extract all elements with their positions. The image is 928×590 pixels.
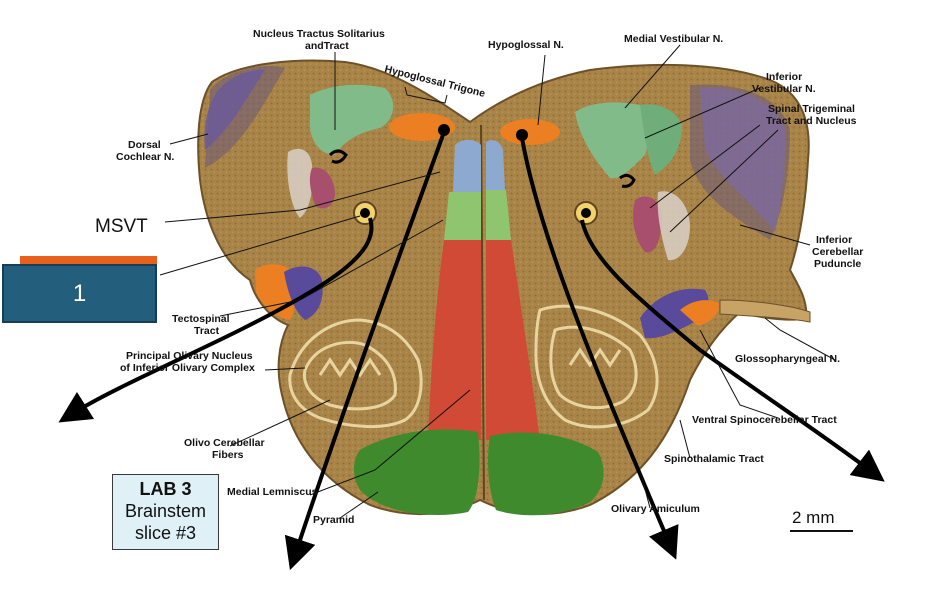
solitary-tract-curl-right — [619, 173, 636, 188]
medial-lemniscus-left — [428, 240, 481, 440]
msvt-hole-right-center — [581, 208, 591, 218]
mlf-blue-left — [453, 139, 481, 192]
tectospinal-green-right — [486, 190, 511, 240]
lab-subject: Brainstem — [124, 501, 207, 521]
label-principal-olivary-line2: of Inferior Olivary Complex — [120, 362, 255, 374]
scale-bar — [790, 530, 853, 532]
lab-info-box: LAB 3 Brainstem slice #3 — [112, 474, 219, 550]
label-nts-line2: andTract — [305, 40, 349, 52]
answer-accent-bar — [20, 256, 157, 264]
spinal-trigeminal-mauve-left — [309, 167, 335, 209]
vsct-orange-right — [680, 300, 719, 326]
msvt-hole-left-center — [360, 208, 370, 218]
label-medial-vestibular: Medial Vestibular N. — [624, 33, 723, 45]
label-tectospinal-line1: Tectospinal — [172, 313, 230, 325]
leader-lines — [159, 44, 836, 519]
median-sulcus — [480, 124, 485, 501]
label-inferior-vestibular-line1: Inferior — [766, 71, 802, 83]
answer-box[interactable]: 1 — [2, 264, 157, 323]
hypoglossal-dot-left — [438, 124, 450, 136]
vsct-purple-right — [640, 288, 709, 339]
pyramid-right — [488, 432, 604, 516]
solitary-tract-curl-left — [328, 149, 348, 164]
pyramid-left — [354, 429, 480, 516]
medial-lemniscus-right — [486, 240, 540, 440]
spinal-trigeminal-pale-right — [657, 191, 690, 261]
spinal-trigeminal-pale-left — [287, 148, 313, 218]
lab-title: LAB 3 — [139, 479, 192, 499]
nts-green-left — [309, 84, 394, 155]
label-olivo-cerebellar-line2: Fibers — [212, 449, 244, 461]
inferior-cerebellar-shape — [700, 87, 786, 232]
arrow-msvt-right — [580, 219, 885, 482]
hypoglossal-trigone-bracket — [404, 86, 448, 104]
label-dorsal-cochlear-line1: Dorsal — [128, 139, 161, 151]
mlf-blue-right — [486, 140, 505, 190]
scale-label: 2 mm — [792, 508, 835, 527]
label-olivo-cerebellar-line1: Olivo Cerebellar — [184, 437, 265, 449]
label-nts-line1: Nucleus Tractus Solitarius — [253, 28, 385, 40]
label-inferior-cerebellar-line1: Inferior — [816, 234, 852, 246]
arrow-hypoglossal-left — [284, 131, 446, 571]
arrow-msvt-left — [58, 217, 374, 423]
glossopharyngeal-root — [719, 299, 811, 323]
label-medial-lemniscus: Medial Lemniscus — [227, 486, 318, 498]
spinal-trigeminal-mauve-right — [633, 196, 662, 253]
label-inferior-cerebellar-line3: Puduncle — [814, 258, 861, 270]
dorsal-cochlear-n-shape — [204, 69, 265, 150]
tectospinal-green-left — [444, 192, 481, 240]
label-tectospinal-line2: Tract — [194, 325, 220, 337]
label-dorsal-cochlear-line2: Cochlear N. — [116, 151, 174, 163]
vsct-purple-left — [284, 266, 323, 320]
lab-slice: slice #3 — [134, 523, 197, 543]
hypoglossal-dot-right — [516, 129, 528, 141]
inferior-vestibular-green-right — [640, 104, 682, 175]
label-msvt: MSVT — [95, 216, 148, 237]
label-ventral-spinocerebellar: Ventral Spinocerebellar Tract — [692, 414, 837, 426]
answer-text: 1 — [72, 279, 87, 307]
label-principal-olivary-line1: Principal Olivary Nucleus — [126, 350, 253, 362]
label-spinal-trigeminal-line1: Spinal Trigeminal — [768, 103, 855, 115]
label-olivary-amiculum: Olivary Amiculum — [611, 503, 700, 515]
label-glossopharyngeal: Glossopharyngeal N. — [735, 353, 840, 365]
hypoglossal-nucleus-left — [389, 113, 455, 141]
inferior-olive-left — [288, 318, 423, 428]
hypoglossal-nucleus-right — [500, 119, 560, 145]
label-spinal-trigeminal-line2: Tract and Nucleus — [766, 115, 857, 127]
label-inferior-vestibular-line2: Vestibular N. — [752, 83, 816, 95]
label-pyramid: Pyramid — [313, 514, 354, 526]
label-inferior-cerebellar-line2: Cerebellar — [812, 246, 863, 258]
label-hypoglossal-n: Hypoglossal N. — [488, 39, 564, 51]
label-spinothalamic: Spinothalamic Tract — [664, 453, 764, 465]
medial-vestibular-green-right — [575, 102, 649, 179]
